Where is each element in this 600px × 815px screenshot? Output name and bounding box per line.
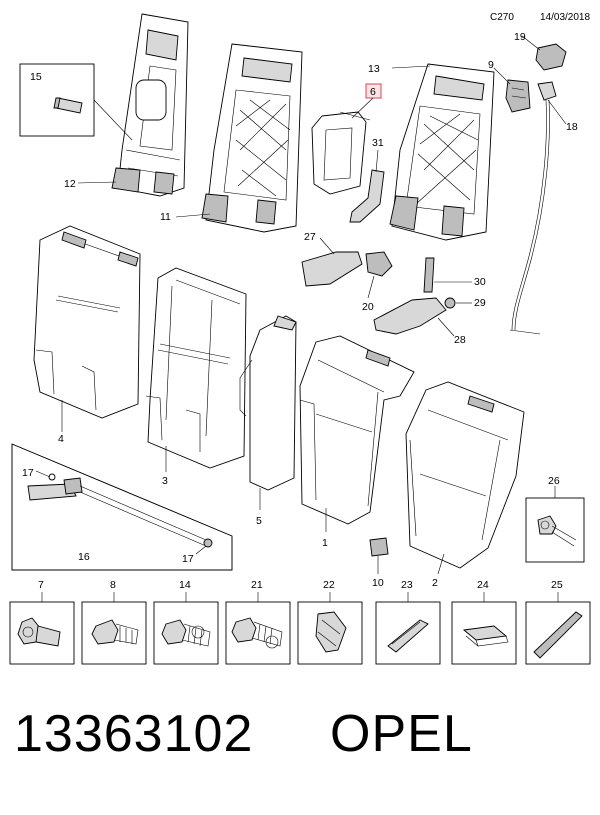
part-10-clip[interactable] <box>369 537 389 557</box>
part-3-backrest-cover[interactable] <box>145 267 247 469</box>
callout-1: 1 <box>322 537 328 549</box>
callout-21: 21 <box>251 579 263 591</box>
part-5-side-bolster[interactable] <box>239 315 297 491</box>
callout-9: 9 <box>488 59 494 71</box>
callout-14: 14 <box>179 579 191 591</box>
part-16-detail-panel[interactable] <box>11 443 233 571</box>
part-25-strip-box[interactable] <box>525 601 591 665</box>
callout-30: 30 <box>474 276 486 288</box>
part-28-hinge-trim[interactable] <box>373 297 447 335</box>
callout-28: 28 <box>454 334 466 346</box>
part-number: 13363102 <box>14 705 254 763</box>
part-18-release-cable[interactable] <box>509 81 557 335</box>
callout-3: 3 <box>162 475 168 487</box>
callout-5: 5 <box>256 515 262 527</box>
part-30-pin[interactable] <box>423 257 435 293</box>
callout-24: 24 <box>477 579 489 591</box>
part-9-latch-housing[interactable] <box>505 79 531 113</box>
part-2-backrest-cover[interactable] <box>405 381 525 569</box>
callout-26: 26 <box>548 475 560 487</box>
callout-19: 19 <box>514 31 526 43</box>
callout-15: 15 <box>30 71 42 83</box>
callout-29: 29 <box>474 297 486 309</box>
part-12-backrest-frame[interactable] <box>111 13 189 197</box>
callout-8: 8 <box>110 579 116 591</box>
callout-6: 6 <box>370 86 376 98</box>
callout-27: 27 <box>304 231 316 243</box>
callout-25: 25 <box>551 579 563 591</box>
part-24-clip-box[interactable] <box>451 601 517 665</box>
callout-16: 16 <box>78 551 90 563</box>
callout-7: 7 <box>38 579 44 591</box>
part-7-bolt-box[interactable] <box>9 601 75 665</box>
callout-17-top: 17 <box>22 467 34 479</box>
part-29-nut[interactable] <box>444 297 456 309</box>
part-27-hinge-cover[interactable] <box>301 251 363 287</box>
diagram-code: C270 <box>490 12 514 23</box>
callout-31: 31 <box>372 137 384 149</box>
callout-6-highlight-box <box>365 83 382 99</box>
part-31-trim-strip[interactable] <box>349 169 385 223</box>
part-14-bolt-box[interactable] <box>153 601 219 665</box>
part-6-frame-insert[interactable] <box>311 111 371 195</box>
part-22-clip-box[interactable] <box>297 601 363 665</box>
part-13-backrest-frame[interactable] <box>389 63 495 241</box>
brand-name: OPEL <box>330 705 473 763</box>
callout-22: 22 <box>323 579 335 591</box>
diagram-date: 14/03/2018 <box>540 12 590 23</box>
part-19-release-knob[interactable] <box>535 43 567 71</box>
callout-12: 12 <box>64 178 76 190</box>
callout-11: 11 <box>160 211 171 223</box>
part-26-bolt-box[interactable] <box>525 497 585 563</box>
callout-18: 18 <box>566 121 578 133</box>
callout-10: 10 <box>372 577 384 589</box>
part-15-detail-box[interactable] <box>19 63 95 137</box>
part-23-trim-box[interactable] <box>375 601 441 665</box>
callout-23: 23 <box>401 579 413 591</box>
callout-4: 4 <box>58 433 64 445</box>
callout-2: 2 <box>432 577 438 589</box>
part-21-bolt-box[interactable] <box>225 601 291 665</box>
callout-20: 20 <box>362 301 374 313</box>
part-11-backrest-frame[interactable] <box>201 43 303 233</box>
part-20-hinge-bracket[interactable] <box>365 251 393 277</box>
part-1-backrest-cover[interactable] <box>299 335 415 525</box>
callout-17-bottom: 17 <box>182 553 194 565</box>
part-8-bolt-box[interactable] <box>81 601 147 665</box>
callout-13: 13 <box>368 63 380 75</box>
part-4-backrest-cover[interactable] <box>33 225 141 419</box>
